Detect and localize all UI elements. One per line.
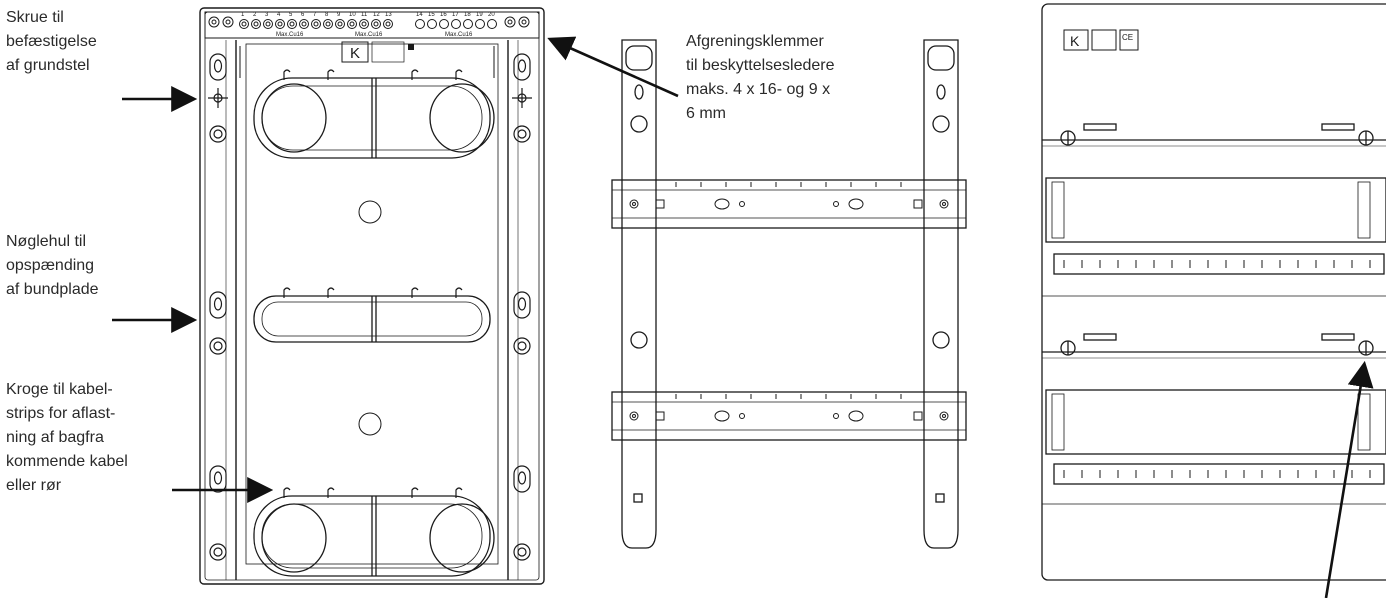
terminal-14: 14 xyxy=(415,12,425,29)
label-terminals: Afgreningsklemmer til beskyttelsesledere… xyxy=(686,33,835,122)
terminal-16: 16 xyxy=(439,12,449,29)
svg-text:CE: CE xyxy=(1122,33,1133,42)
svg-text:13: 13 xyxy=(385,12,392,18)
label-keyhole: Nøglehul til opspænding af bundplade xyxy=(6,233,99,298)
terminal-4: 4 xyxy=(275,12,285,29)
svg-text:15: 15 xyxy=(428,12,435,18)
svg-text:4: 4 xyxy=(277,12,281,18)
fixing-screw xyxy=(513,125,531,143)
rail-screw xyxy=(629,199,639,209)
cable-hook xyxy=(411,287,419,298)
arrows xyxy=(112,36,1374,598)
keyhole xyxy=(209,465,227,493)
cover-logos: K CE xyxy=(1063,29,1139,51)
svg-text:2: 2 xyxy=(253,12,257,18)
svg-text:6: 6 xyxy=(301,12,305,18)
corner-terminal xyxy=(518,16,530,28)
svg-text:7: 7 xyxy=(313,12,317,18)
cable-hooks xyxy=(283,69,463,498)
keyhole xyxy=(513,465,531,493)
svg-text:10: 10 xyxy=(349,12,356,18)
cable-hook xyxy=(455,487,463,498)
terminal-7: 7 xyxy=(311,12,321,29)
svg-text:16: 16 xyxy=(440,12,447,18)
panel-cover xyxy=(1041,3,1386,581)
cable-hook xyxy=(455,287,463,298)
fixing-screw xyxy=(209,125,227,143)
rail-screw xyxy=(629,411,639,421)
fixing-screw xyxy=(513,337,531,355)
cable-opening-bottom xyxy=(253,495,495,577)
keyhole xyxy=(513,291,531,319)
mounting-frame xyxy=(611,39,967,549)
svg-text:20: 20 xyxy=(488,12,495,18)
screw-mount xyxy=(208,88,228,108)
svg-text:K: K xyxy=(1070,33,1080,49)
terminal-8: 8 xyxy=(323,12,333,29)
terminal-20: 20 xyxy=(487,12,497,29)
svg-text:9: 9 xyxy=(337,12,341,18)
svg-text:8: 8 xyxy=(325,12,329,18)
cable-hook xyxy=(327,287,335,298)
terminal-spec-left: Max.Cu16 xyxy=(276,32,304,38)
svg-text:11: 11 xyxy=(361,12,368,18)
terminal-12: 12 xyxy=(371,12,381,29)
center-hole-lower xyxy=(358,412,382,436)
terminal-spec-center: Max.Cu16 xyxy=(355,32,383,38)
svg-text:18: 18 xyxy=(464,12,471,18)
svg-text:12: 12 xyxy=(373,12,380,18)
terminal-spec-right: Max.Cu16 xyxy=(445,32,473,38)
fixing-screw xyxy=(513,543,531,561)
center-hole-upper xyxy=(358,200,382,224)
keyhole xyxy=(209,53,227,81)
cable-hook xyxy=(411,69,419,80)
cable-hook xyxy=(327,487,335,498)
corner-terminal xyxy=(208,16,220,28)
cable-opening-middle xyxy=(253,295,491,343)
terminal-15: 15 xyxy=(427,12,437,29)
brand-logo: K xyxy=(239,41,495,78)
terminal-17: 17 xyxy=(451,12,461,29)
fixing-screw xyxy=(209,337,227,355)
terminal-19: 19 xyxy=(475,12,485,29)
rail-screw xyxy=(939,199,949,209)
terminal-18: 18 xyxy=(463,12,473,29)
terminal-2: 2 xyxy=(251,12,261,29)
corner-terminal xyxy=(222,16,234,28)
keyhole xyxy=(209,291,227,319)
arrow-terminals xyxy=(547,36,679,98)
svg-text:K: K xyxy=(350,45,360,62)
terminal-9: 9 xyxy=(335,12,345,29)
screw-mount xyxy=(512,88,532,108)
svg-text:5: 5 xyxy=(289,12,293,18)
arrow-cover-screw xyxy=(1324,360,1374,598)
terminal-10: 10 xyxy=(347,12,357,29)
label-screw: Skrue til befæstigelse af grundstel xyxy=(6,9,97,74)
svg-text:17: 17 xyxy=(452,12,459,18)
cable-hook xyxy=(283,287,291,298)
terminal-13: 13 xyxy=(383,12,393,29)
svg-text:3: 3 xyxy=(265,12,269,18)
rail-screw xyxy=(939,411,949,421)
cable-opening-top xyxy=(253,77,495,159)
svg-text:1: 1 xyxy=(241,12,245,18)
label-hooks: Kroge til kabel- strips for aflast- ning… xyxy=(6,381,128,494)
terminal-11: 11 xyxy=(359,12,369,29)
svg-text:19: 19 xyxy=(476,12,483,18)
terminal-1: 1 xyxy=(239,12,249,29)
cable-hook xyxy=(327,69,335,80)
cable-hook xyxy=(283,69,291,80)
svg-text:14: 14 xyxy=(416,12,423,18)
terminal-6: 6 xyxy=(299,12,309,29)
corner-terminal xyxy=(504,16,516,28)
keyhole xyxy=(513,53,531,81)
terminal-3: 3 xyxy=(263,12,273,29)
cable-hook xyxy=(283,487,291,498)
fixing-screw xyxy=(209,543,227,561)
cable-hook xyxy=(411,487,419,498)
terminal-5: 5 xyxy=(287,12,297,29)
cable-hook xyxy=(455,69,463,80)
